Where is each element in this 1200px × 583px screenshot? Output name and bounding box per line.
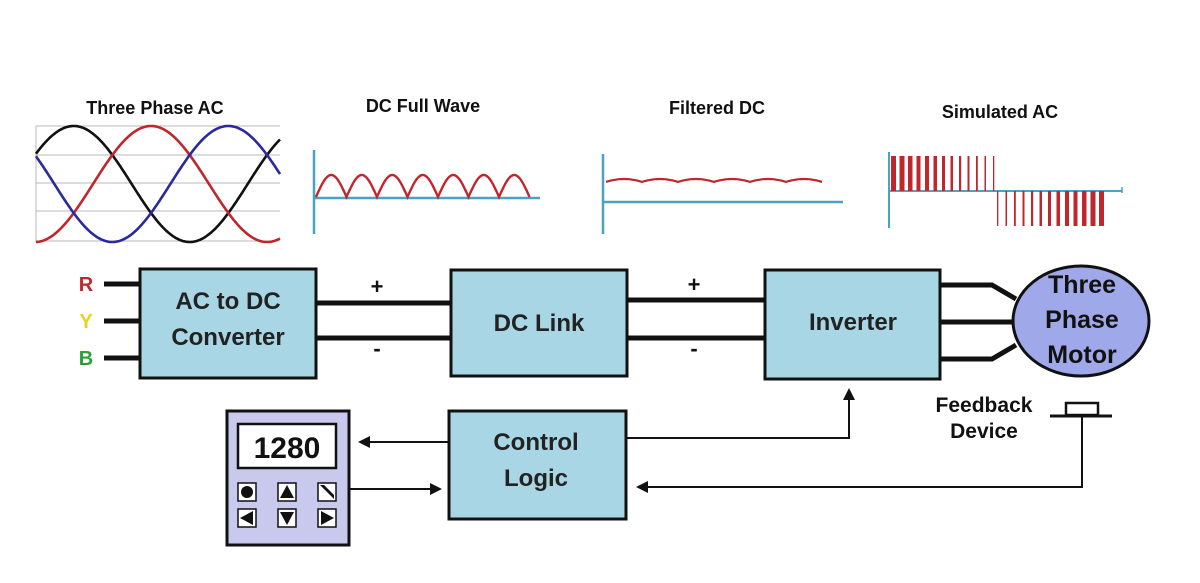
pwm-pulse-negative <box>1090 191 1096 226</box>
pwm-pulse-negative <box>1099 191 1104 226</box>
left-arrow-icon <box>240 511 253 525</box>
pwm-pulse-positive <box>993 156 995 191</box>
filtered-dc-waveform: Filtered DC <box>601 98 843 234</box>
pwm-pulse-negative <box>1048 191 1051 226</box>
feedback-label-line1: Feedback <box>936 394 1033 417</box>
feedback-label-line2: Device <box>950 420 1018 443</box>
three-phase-motor: Three Phase Motor <box>1011 264 1151 378</box>
pwm-pulse-positive <box>916 156 921 191</box>
phase-label-b: B <box>79 348 93 370</box>
down-button[interactable] <box>277 508 297 528</box>
pwm-pulse-negative <box>1039 191 1042 226</box>
dc-bus-2-minus: - <box>690 336 697 361</box>
pwm-pulse-negative <box>1065 191 1069 226</box>
dc-link-block: DC Link <box>449 268 629 378</box>
pwm-pulse-negative <box>1022 191 1025 226</box>
pwm-pulse-negative <box>1082 191 1087 226</box>
control-to-inverter-arrow <box>626 388 855 439</box>
control-logic-label-line1: Control <box>493 429 578 456</box>
inverter-block: Inverter <box>763 268 942 381</box>
pwm-pulse-positive <box>891 156 896 191</box>
dc-full-wave-title: DC Full Wave <box>366 96 480 116</box>
dc-bus-1-minus: - <box>373 336 380 361</box>
converter-label-line2: Converter <box>171 324 284 351</box>
simulated-ac-title: Simulated AC <box>942 102 1058 122</box>
feedback-device: Feedback Device <box>936 394 1112 443</box>
keypad-display <box>236 422 338 470</box>
pwm-pulse-positive <box>925 156 929 191</box>
filtered-dc-title: Filtered DC <box>669 98 765 118</box>
dc-bus-2-plus: + <box>688 272 701 297</box>
dc-full-wave-waveform: DC Full Wave <box>312 96 540 234</box>
pwm-pulse-positive <box>942 156 945 191</box>
phase-wave-red <box>35 124 281 244</box>
motor-label-line1: Three <box>1048 271 1116 299</box>
keypad-display-value: 1280 <box>254 432 321 465</box>
control-logic-label-line2: Logic <box>504 465 568 492</box>
pwm-pulse-negative <box>1031 191 1034 226</box>
three-phase-ac-title: Three Phase AC <box>86 98 223 118</box>
pwm-pulse-positive <box>933 156 937 191</box>
dc-bus-2: + - <box>627 272 765 361</box>
pwm-pulse-train <box>891 156 1104 226</box>
pwm-pulse-negative <box>1073 191 1078 226</box>
diagonal-icon <box>320 485 334 499</box>
three-phase-inputs: R Y B <box>79 274 140 370</box>
pwm-pulse-positive <box>908 156 913 191</box>
diagonal-button[interactable] <box>317 482 337 502</box>
down-arrow-icon <box>280 512 294 525</box>
pwm-pulse-negative <box>1014 191 1016 226</box>
simulated-ac-waveform: Simulated AC <box>888 102 1123 228</box>
right-button[interactable] <box>317 508 337 528</box>
pwm-pulse-positive <box>984 156 986 191</box>
motor-label-line3: Motor <box>1047 341 1117 369</box>
pwm-pulse-positive <box>976 156 978 191</box>
pwm-pulse-negative <box>1056 191 1060 226</box>
dc-bus-1: + - <box>316 274 451 361</box>
pwm-pulse-positive <box>899 156 905 191</box>
signal-arrows <box>349 388 1083 495</box>
right-arrow-icon <box>321 511 334 525</box>
converter-label-line1: AC to DC <box>175 288 280 315</box>
phase-label-r: R <box>79 274 94 296</box>
filtered-dc-curve <box>605 177 823 184</box>
up-arrow-icon <box>280 485 294 498</box>
motor-label-line2: Phase <box>1045 306 1119 334</box>
feedback-to-control-arrow <box>636 417 1083 493</box>
stop-button[interactable] <box>237 482 257 502</box>
pwm-pulse-positive <box>959 156 962 191</box>
full-wave-rectified-curve <box>314 173 531 201</box>
dc-bus-1-plus: + <box>371 274 384 299</box>
left-button[interactable] <box>237 508 257 528</box>
pwm-pulse-negative <box>1005 191 1007 226</box>
inverter-label: Inverter <box>809 309 897 336</box>
dc-link-label: DC Link <box>494 310 585 337</box>
up-button[interactable] <box>277 482 297 502</box>
phase-wave-black <box>34 124 281 244</box>
operator-keypad: 1280 <box>225 409 351 547</box>
stop-icon <box>241 486 253 498</box>
pwm-pulse-negative <box>997 191 999 226</box>
phase-label-y: Y <box>79 311 93 333</box>
ac-to-dc-converter-block: AC to DC Converter <box>138 267 318 380</box>
motor-feed-lines <box>940 282 1018 362</box>
pwm-pulse-positive <box>967 156 970 191</box>
phase-wave-blue <box>34 124 282 244</box>
three-phase-ac-waveform: Three Phase AC <box>34 98 282 244</box>
control-logic-block: Control Logic <box>447 409 628 521</box>
pwm-pulse-positive <box>950 156 953 191</box>
